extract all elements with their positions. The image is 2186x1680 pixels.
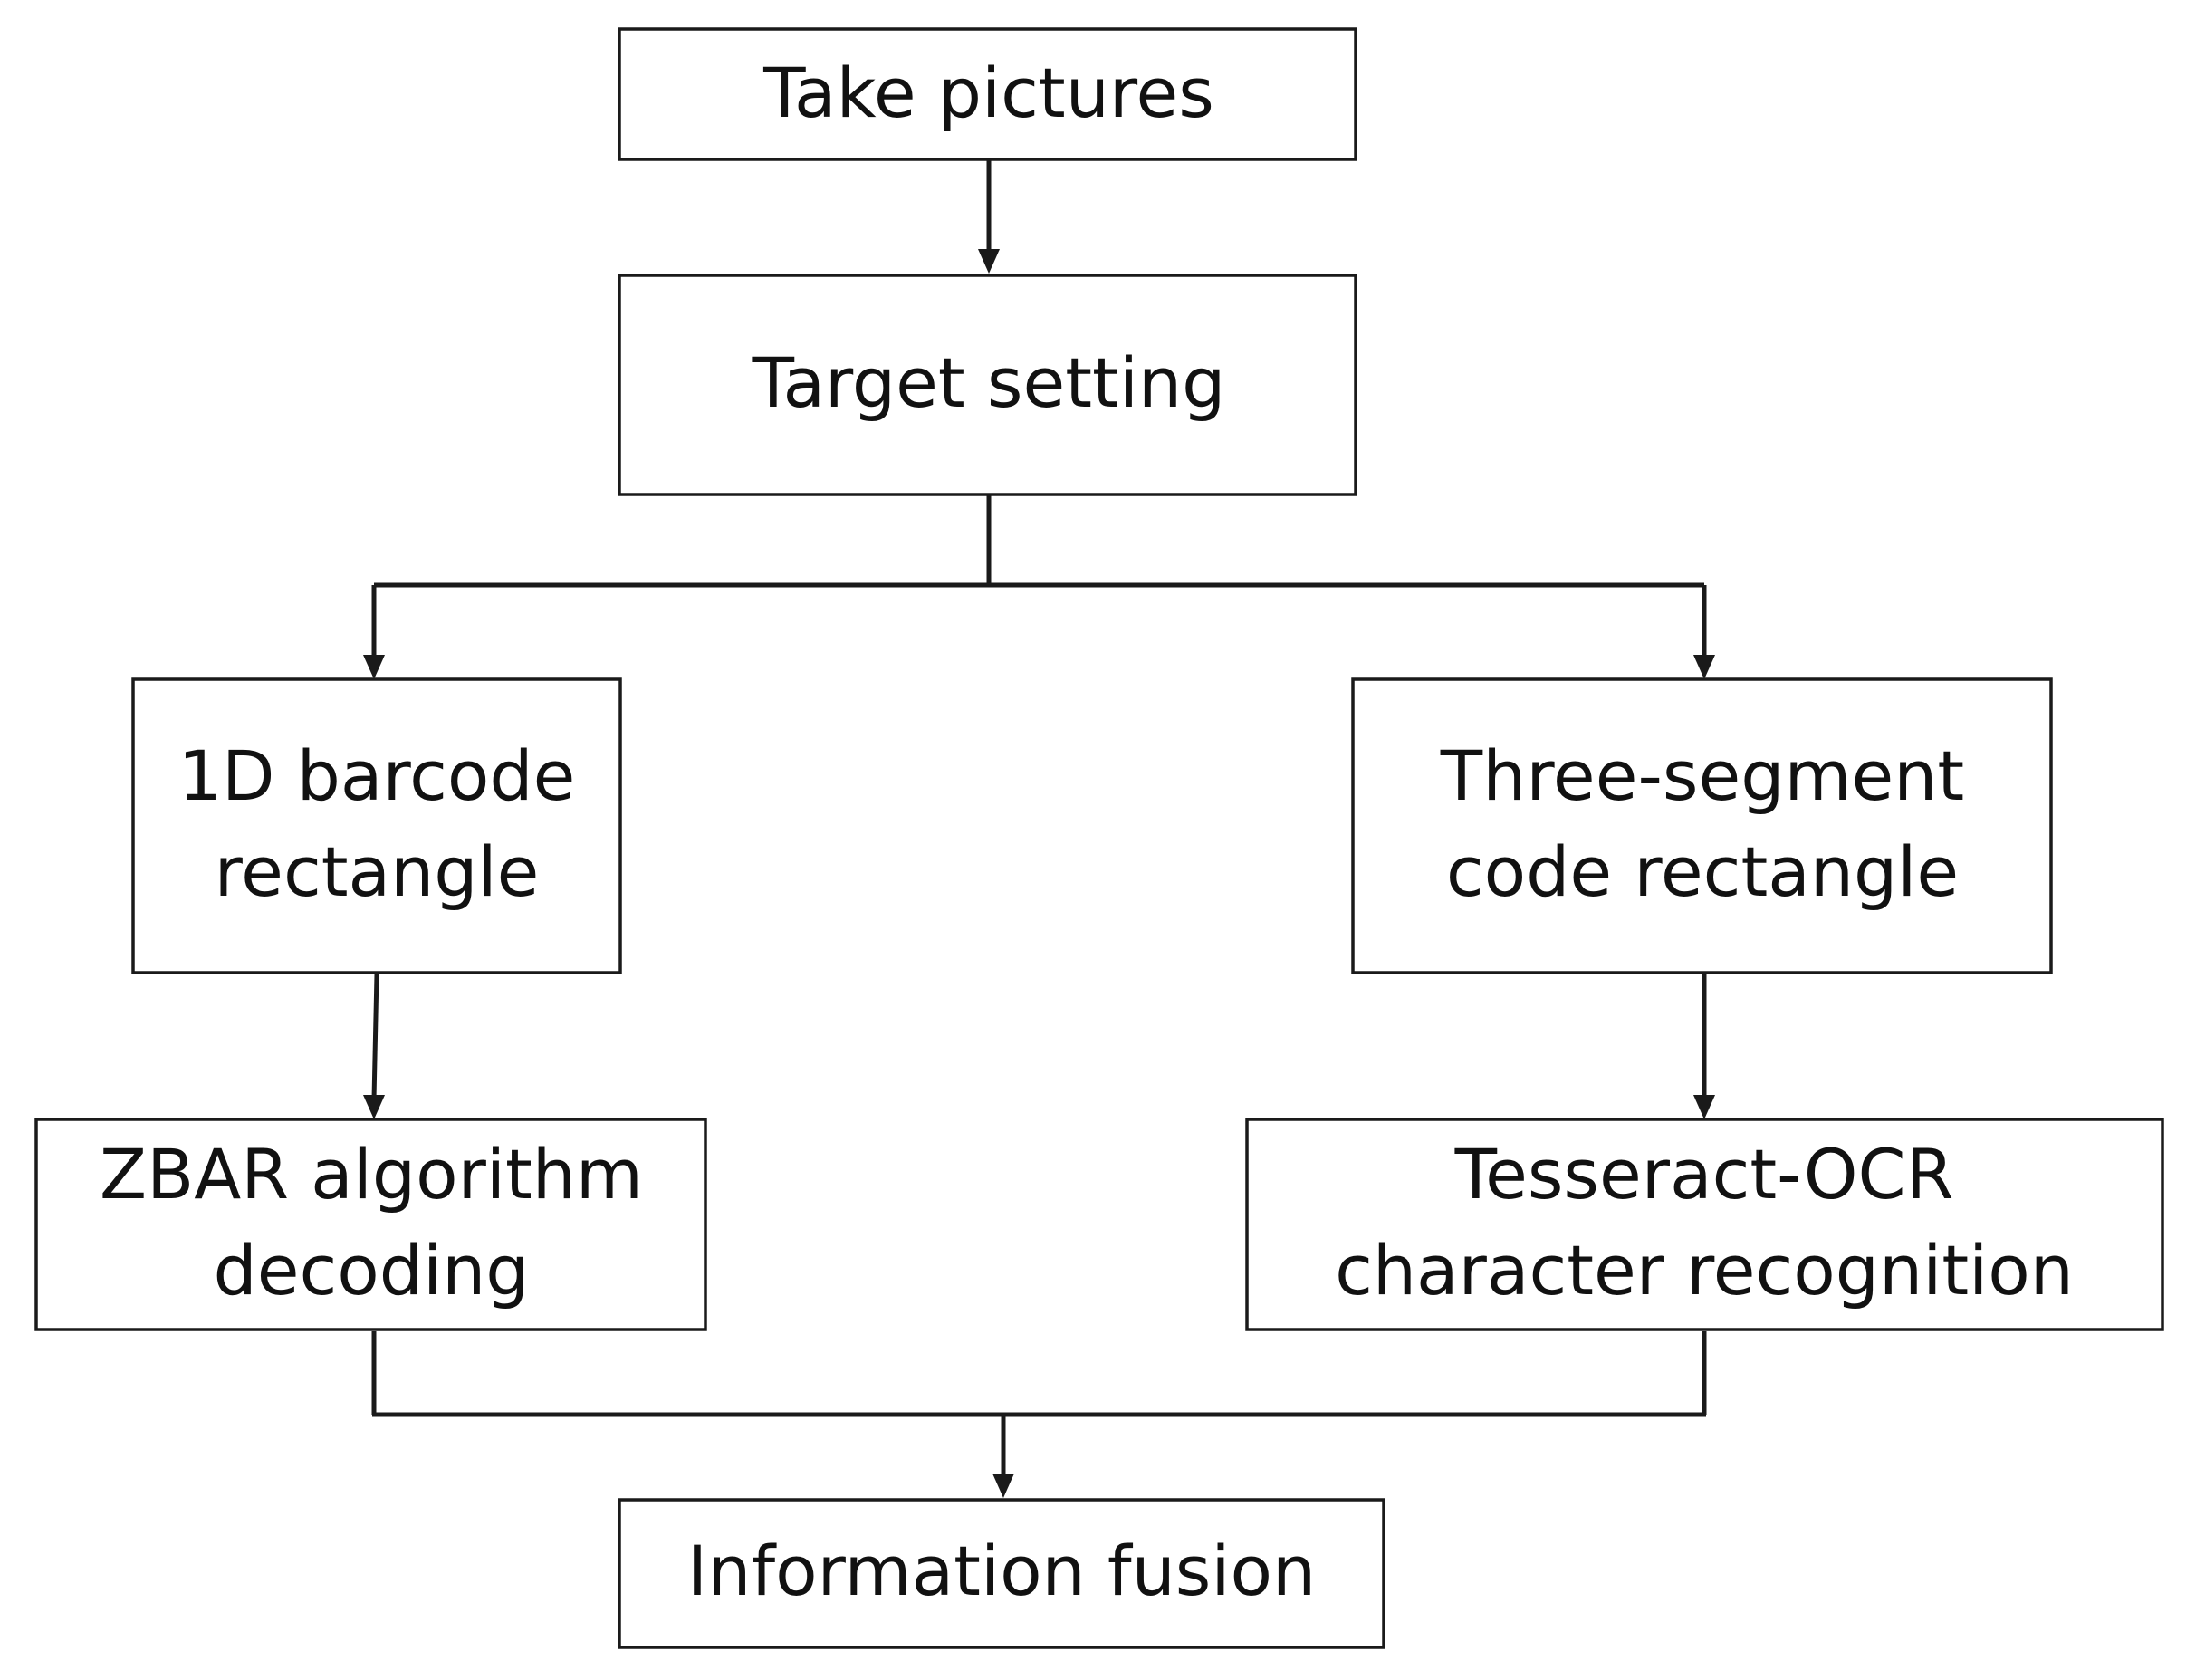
- node-zbar-algorithm-decoding: ZBAR algorithm decoding: [34, 1118, 707, 1331]
- node-target-setting: Target setting: [618, 274, 1357, 496]
- node-three-segment-line1: Three-segment: [1440, 735, 1964, 816]
- node-take-pictures: Take pictures: [618, 27, 1357, 161]
- arrowhead-zbar: [363, 1095, 385, 1119]
- node-1d-barcode-rectangle-line1: 1D barcode: [178, 735, 576, 816]
- connector-barcode-to-zbar: [371, 974, 379, 1100]
- arrowhead-segment-rectangle: [1693, 655, 1715, 679]
- node-tesseract-line2: character recognition: [1335, 1230, 2074, 1310]
- node-take-pictures-label: Take pictures: [762, 53, 1214, 133]
- node-target-setting-label: Target setting: [752, 342, 1226, 423]
- arrowhead-tesseract: [1693, 1095, 1715, 1119]
- arrowhead-target-setting: [978, 249, 1000, 274]
- node-three-segment-line2: code rectangle: [1446, 831, 1959, 912]
- node-zbar-line1: ZBAR algorithm: [100, 1134, 643, 1214]
- node-1d-barcode-rectangle: 1D barcode rectangle: [131, 677, 622, 974]
- node-tesseract-ocr-character-recognition: Tesseract-OCR character recognition: [1245, 1118, 2164, 1331]
- node-three-segment-code-rectangle: Three-segment code rectangle: [1351, 677, 2053, 974]
- node-1d-barcode-rectangle-line2: rectangle: [215, 831, 540, 912]
- node-information-fusion: Information fusion: [618, 1498, 1385, 1649]
- node-tesseract-line1: Tesseract-OCR: [1454, 1134, 1954, 1214]
- node-zbar-line2: decoding: [213, 1230, 529, 1310]
- arrowhead-information-fusion: [992, 1474, 1014, 1498]
- node-information-fusion-label: Information fusion: [687, 1531, 1316, 1611]
- arrowhead-barcode-rectangle: [363, 655, 385, 679]
